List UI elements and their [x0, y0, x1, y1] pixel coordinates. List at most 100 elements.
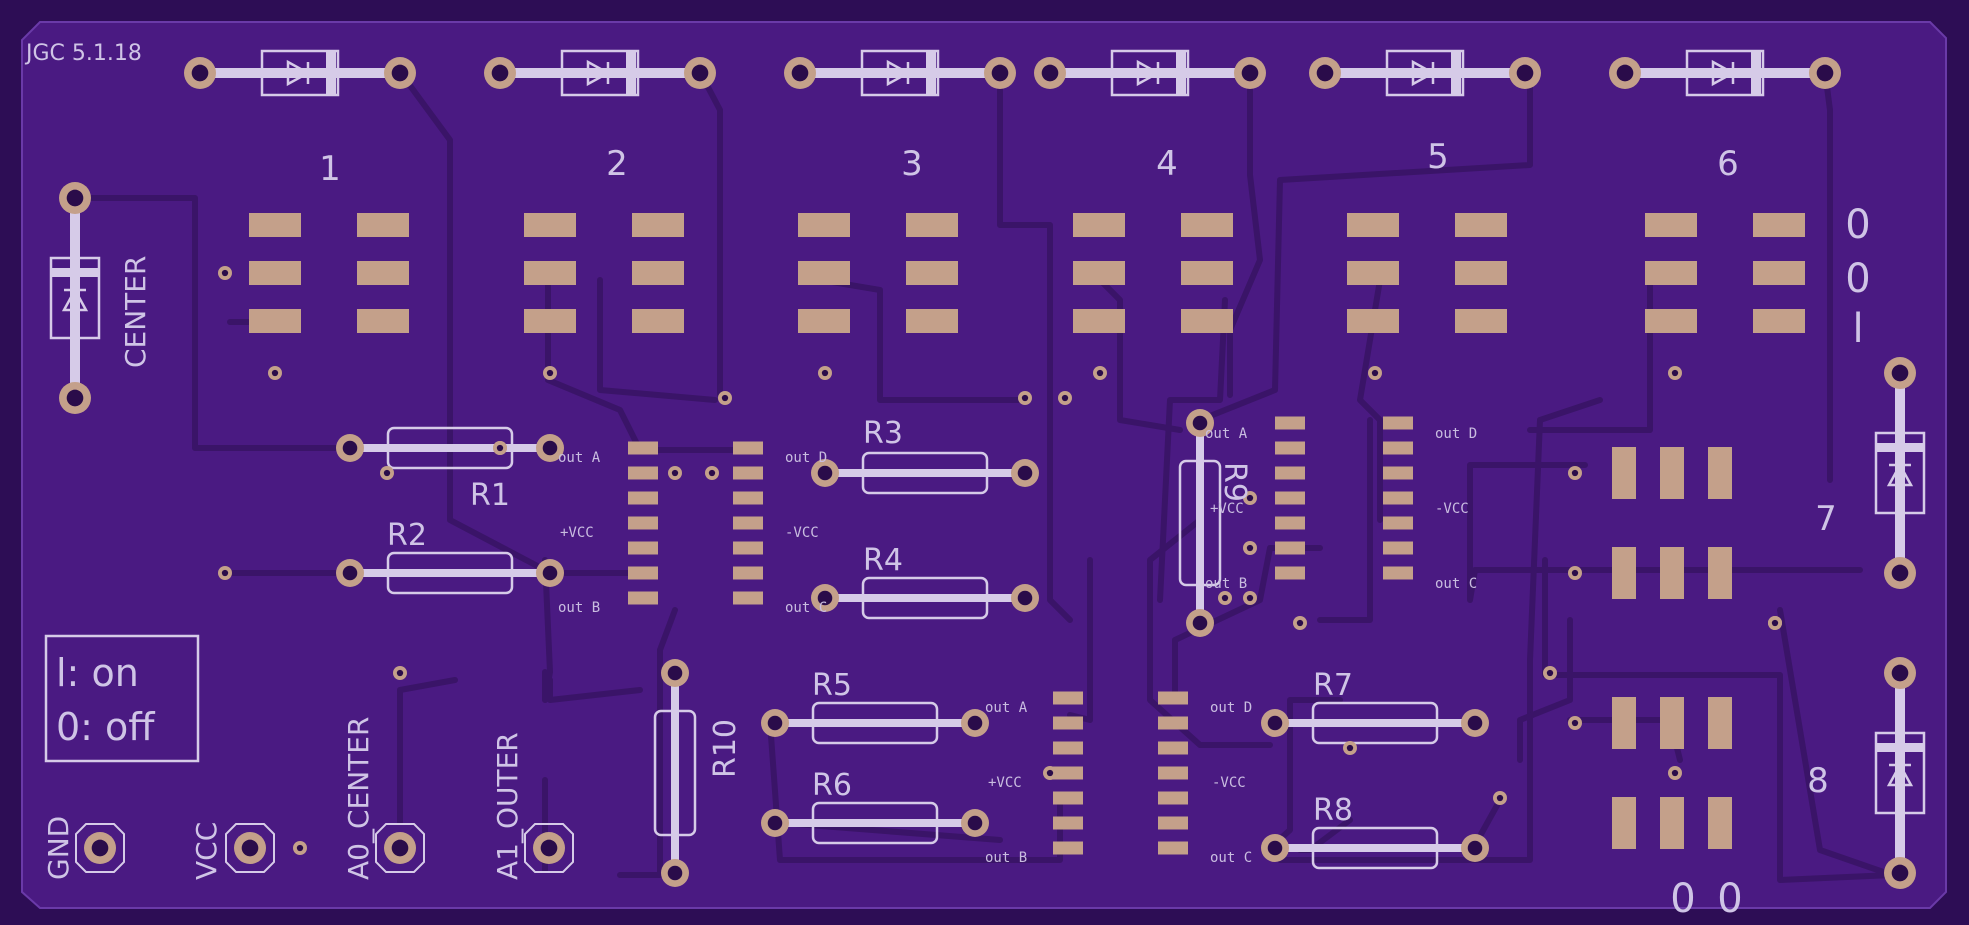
pad-hole: [667, 665, 683, 681]
diode-symbol: [61, 287, 89, 312]
via-hole: [1671, 369, 1679, 377]
channel-label-4: 4: [1156, 144, 1178, 184]
pad-hole: [1816, 64, 1834, 82]
diode-cathode-band: [1451, 51, 1461, 95]
diode-symbol: [1411, 59, 1436, 87]
smd-pad: [1455, 261, 1507, 285]
header-outline: [375, 823, 425, 873]
via-hole: [1346, 744, 1354, 752]
smd-pad: [1753, 261, 1805, 285]
smd-pad: [1612, 797, 1636, 849]
switch-mark-zero: 0: [1845, 256, 1870, 302]
smd-pad: [632, 213, 684, 237]
pad-hole: [1891, 864, 1909, 882]
smd-pad: [357, 309, 409, 333]
header-label-vcc: VCC: [190, 822, 223, 880]
resistor-body: [386, 551, 514, 595]
pad-hole: [667, 865, 683, 881]
smd-pad: [1073, 309, 1125, 333]
pad-hole: [1316, 64, 1334, 82]
pad-hole: [491, 64, 509, 82]
pad-hole: [66, 189, 84, 207]
diode-body: [860, 49, 940, 97]
smd-pad: [1645, 213, 1697, 237]
diode-cathode-band: [926, 51, 936, 95]
smd-pad: [249, 213, 301, 237]
header-outline: [225, 823, 275, 873]
pad-hole: [1467, 715, 1483, 731]
resistor-body: [811, 801, 939, 845]
diode-symbol: [1886, 462, 1914, 487]
smd-pad: [628, 566, 658, 580]
diode-cathode-band: [1876, 743, 1924, 752]
diode-body: [260, 49, 340, 97]
smd-pad: [357, 261, 409, 285]
via-hole: [1296, 619, 1304, 627]
smd-pad: [1383, 566, 1413, 580]
via-hole: [1061, 394, 1069, 402]
pad-hole: [817, 590, 833, 606]
smd-pad: [1053, 816, 1083, 830]
channel-label-3: 3: [901, 144, 923, 184]
smd-pad: [1053, 766, 1083, 780]
resistor-body: [653, 709, 697, 837]
via-hole: [271, 369, 279, 377]
pad-hole: [1616, 64, 1634, 82]
pin-label: +VCC: [988, 775, 1022, 791]
smd-pad: [628, 591, 658, 605]
via-hole: [221, 269, 229, 277]
pad-hole: [1192, 415, 1208, 431]
via-hole: [1046, 769, 1054, 777]
via-hole: [1246, 494, 1254, 502]
via-hole: [1571, 569, 1579, 577]
smd-pad: [357, 213, 409, 237]
diode-symbol: [286, 59, 311, 87]
smd-pad: [1053, 841, 1083, 855]
smd-pad: [632, 309, 684, 333]
diode-body: [1385, 49, 1465, 97]
pad-hole: [342, 440, 358, 456]
smd-pad: [1660, 797, 1684, 849]
diode-body: [1685, 49, 1765, 97]
diode-cathode-band: [51, 268, 99, 277]
switch-mark-zero: 0: [1670, 876, 1695, 922]
via-hole: [1246, 544, 1254, 552]
via-hole: [1571, 469, 1579, 477]
pad-hole: [1241, 64, 1259, 82]
smd-pad: [1275, 516, 1305, 530]
diode-symbol: [586, 59, 611, 87]
smd-pad: [1073, 261, 1125, 285]
via-hole: [1371, 369, 1379, 377]
smd-pad: [1158, 741, 1188, 755]
smd-pad: [798, 213, 850, 237]
via-hole: [821, 369, 829, 377]
smd-pad: [1383, 416, 1413, 430]
header-label-gnd: GND: [42, 816, 75, 880]
smd-pad: [1708, 447, 1732, 499]
pad-hole: [767, 815, 783, 831]
smd-pad: [1158, 766, 1188, 780]
smd-pad: [1275, 566, 1305, 580]
resistor-body: [1178, 459, 1222, 587]
via-hole: [396, 669, 404, 677]
smd-pad: [733, 466, 763, 480]
smd-pad: [628, 466, 658, 480]
resistor-label-r4: R4: [863, 543, 903, 578]
pin-label: out D: [1435, 426, 1477, 442]
smd-pad: [1660, 447, 1684, 499]
via-hole: [383, 469, 391, 477]
smd-pad: [733, 591, 763, 605]
via-hole: [296, 844, 304, 852]
smd-pad: [1455, 309, 1507, 333]
resistor-label-r8: R8: [1313, 793, 1353, 828]
resistor-label-r3: R3: [863, 416, 903, 451]
smd-pad: [1645, 261, 1697, 285]
header-outline: [524, 823, 574, 873]
smd-pad: [906, 309, 958, 333]
resistor-label-r1: R1: [470, 478, 510, 513]
smd-pad: [1275, 441, 1305, 455]
resistor-body: [386, 426, 514, 470]
board-components: [44, 49, 1926, 889]
pad-hole: [1192, 615, 1208, 631]
via-hole: [1671, 769, 1679, 777]
